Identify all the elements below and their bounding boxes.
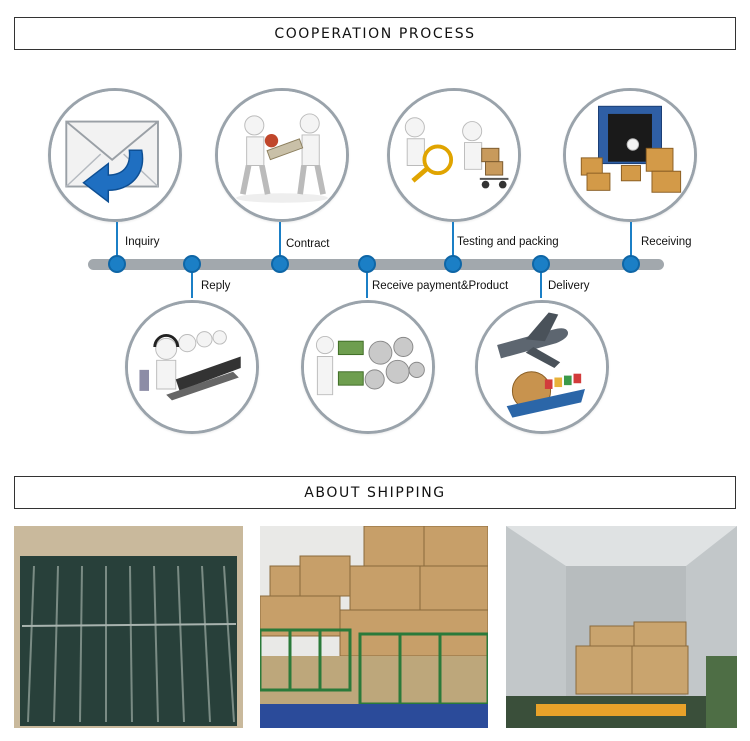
label-reply: Reply bbox=[201, 280, 231, 292]
receiving-image bbox=[563, 88, 697, 222]
node-payment bbox=[358, 255, 376, 273]
cooperation-process-header: COOPERATION PROCESS bbox=[14, 17, 736, 50]
connector-receiving bbox=[630, 222, 632, 258]
contract-image bbox=[215, 88, 349, 222]
node-reply bbox=[183, 255, 201, 273]
airplane-icon bbox=[478, 303, 606, 431]
process-timeline bbox=[88, 259, 664, 270]
connector-delivery bbox=[540, 272, 542, 298]
label-testing: Testing and packing bbox=[457, 236, 559, 248]
handshake-icon bbox=[218, 91, 346, 219]
envelope-icon bbox=[51, 91, 179, 219]
warehouse-cartons-photo bbox=[260, 526, 488, 728]
label-contract: Contract bbox=[286, 238, 330, 250]
delivery-image bbox=[475, 300, 609, 434]
testing-packing-image bbox=[387, 88, 521, 222]
container-boxes-icon bbox=[566, 91, 694, 219]
connector-reply bbox=[191, 272, 193, 298]
payment-image bbox=[301, 300, 435, 434]
node-testing bbox=[444, 255, 462, 273]
node-inquiry bbox=[108, 255, 126, 273]
about-shipping-header: ABOUT SHIPPING bbox=[14, 476, 736, 509]
magnifier-icon bbox=[390, 91, 518, 219]
connector-payment bbox=[366, 272, 368, 298]
gears-money-icon bbox=[304, 303, 432, 431]
connector-testing bbox=[452, 222, 454, 258]
node-contract bbox=[271, 255, 289, 273]
reply-image bbox=[125, 300, 259, 434]
cooperation-process-title: COOPERATION PROCESS bbox=[274, 25, 476, 42]
connector-contract bbox=[279, 222, 281, 258]
label-inquiry: Inquiry bbox=[125, 236, 160, 248]
container-loading-photo bbox=[506, 526, 737, 728]
node-delivery bbox=[532, 255, 550, 273]
label-payment: Receive payment&Product bbox=[372, 280, 509, 292]
label-delivery: Delivery bbox=[548, 280, 590, 292]
packed-items-photo bbox=[14, 526, 243, 728]
call-center-icon bbox=[128, 303, 256, 431]
connector-inquiry bbox=[116, 222, 118, 258]
label-receiving: Receiving bbox=[641, 236, 692, 248]
node-receiving bbox=[622, 255, 640, 273]
inquiry-image bbox=[48, 88, 182, 222]
about-shipping-title: ABOUT SHIPPING bbox=[304, 484, 446, 501]
